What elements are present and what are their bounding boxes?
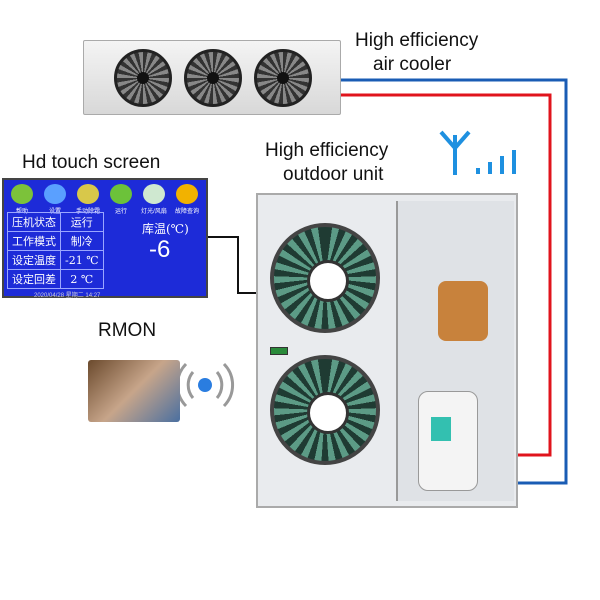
- fault-icon[interactable]: 故障查询: [172, 184, 202, 215]
- run-icon[interactable]: 运行: [106, 184, 136, 215]
- phone-app-photo: [88, 360, 180, 422]
- help-icon[interactable]: 帮助: [7, 184, 37, 215]
- outdoor-unit: [256, 193, 518, 508]
- temp-label: 库温(℃): [142, 222, 189, 236]
- row-label: 设定回差: [7, 269, 61, 289]
- cooler-fan-icon: [184, 49, 242, 107]
- touch-screen[interactable]: 帮助设置手动除霜运行灯光/风扇故障查询 压机状态运行工作模式制冷设定温度-21 …: [2, 178, 208, 299]
- indicator: [270, 347, 288, 355]
- outdoor-fan-icon: [270, 223, 380, 333]
- icon-label: 运行: [114, 209, 127, 215]
- compressor-bay: [396, 201, 514, 501]
- row-value: -21 ℃: [60, 250, 104, 270]
- outdoor-label-1: High efficiency: [265, 140, 389, 161]
- outdoor-fan-icon: [270, 355, 380, 465]
- wireless-signal-icon: [175, 362, 235, 408]
- fault-icon-glyph: [176, 184, 198, 204]
- light-fan-icon[interactable]: 灯光/风扇: [139, 184, 169, 215]
- copper-coils: [438, 281, 488, 341]
- row-label: 设定温度: [7, 250, 61, 270]
- antenna-signal-icon: [439, 130, 516, 175]
- air-cooler-label-1: High efficiency: [355, 30, 479, 51]
- compressor: [418, 391, 478, 491]
- date-footer: 2020/04/28 星期二 14:27: [34, 293, 101, 299]
- icon-label: 故障查询: [174, 209, 199, 215]
- table-row: 设定温度-21 ℃: [7, 250, 104, 270]
- table-row: 工作模式制冷: [7, 231, 104, 251]
- table-row: 压机状态运行: [7, 212, 104, 232]
- cooler-fan-icon: [114, 49, 172, 107]
- rmon-label: RMON: [98, 320, 157, 341]
- defrost-icon-glyph: [77, 184, 99, 204]
- air-cooler: [83, 40, 341, 115]
- outdoor-label-2: outdoor unit: [283, 164, 384, 185]
- light-fan-icon-glyph: [143, 184, 165, 204]
- defrost-icon[interactable]: 手动除霜: [73, 184, 103, 215]
- settings-icon[interactable]: 设置: [40, 184, 70, 215]
- settings-icon-glyph: [44, 184, 66, 204]
- cooler-fan-icon: [254, 49, 312, 107]
- row-value: 2 ℃: [60, 269, 104, 289]
- row-label: 工作模式: [7, 231, 61, 251]
- row-value: 运行: [60, 212, 104, 232]
- row-value: 制冷: [60, 231, 104, 251]
- temp-value: -6: [149, 236, 171, 263]
- touch-screen-label: Hd touch screen: [22, 152, 161, 173]
- compressor-label: [431, 417, 451, 441]
- hot-pipe: [341, 93, 552, 457]
- run-icon-glyph: [110, 184, 132, 204]
- icon-label: 灯光/风扇: [141, 209, 167, 215]
- help-icon-glyph: [11, 184, 33, 204]
- air-cooler-label-2: air cooler: [373, 54, 452, 75]
- row-label: 压机状态: [7, 212, 61, 232]
- cold-pipe: [341, 78, 568, 485]
